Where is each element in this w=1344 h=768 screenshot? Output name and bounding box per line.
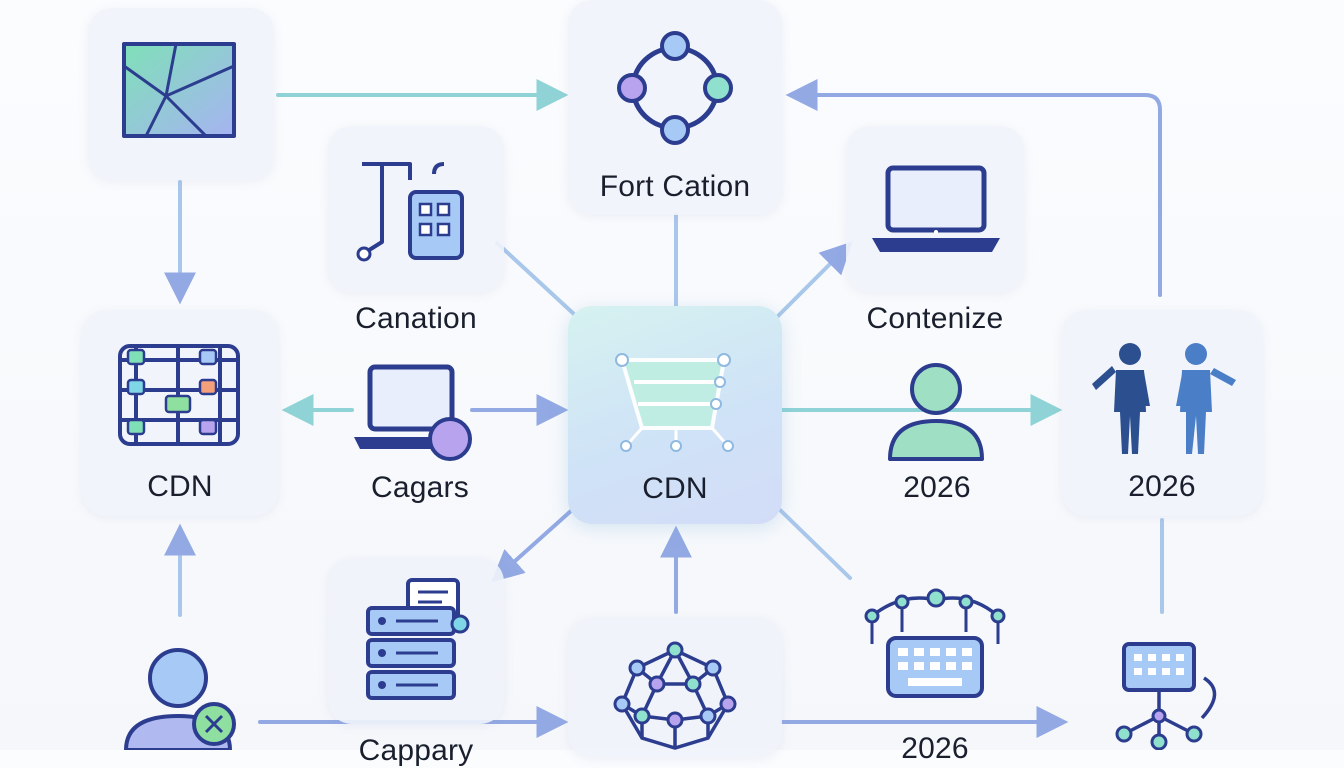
node-bottom-left[interactable] (110, 640, 260, 750)
node-left[interactable]: CDN (82, 310, 278, 516)
node-center-right-label: 2026 (903, 471, 971, 504)
node-center-right[interactable]: 2026 (862, 355, 1012, 515)
user-tools-icon (123, 648, 236, 750)
server-stack-icon (366, 578, 470, 700)
edge-center-to-lowerright (776, 506, 852, 580)
sphere-network-icon (613, 641, 737, 750)
edge-center-to-upperleft (495, 241, 577, 317)
node-lower-right-label: 2026 (901, 732, 969, 765)
node-left-label: CDN (147, 470, 213, 503)
grid-matrix-icon (118, 344, 240, 446)
node-bottom-center[interactable] (568, 618, 782, 758)
keyboard-network-icon (864, 588, 1006, 698)
edge-center-to-lowerleft (491, 508, 574, 583)
edge-center-to-upperright (774, 241, 853, 320)
circuit-board-icon (356, 162, 464, 262)
user-icon (888, 363, 984, 461)
monitor-tree-icon (1115, 642, 1217, 750)
node-upper-right-label: Contenize (866, 302, 1004, 335)
node-top-center[interactable]: Fort Cation (568, 0, 782, 215)
node-center-left[interactable]: Cagars (340, 355, 500, 515)
ring-network-icon (617, 31, 733, 145)
node-lower-right[interactable]: 2026 (856, 580, 1014, 765)
node-bottom-right[interactable] (1080, 628, 1240, 750)
two-people-icon (1092, 343, 1236, 454)
edge-right-to-topcenter (785, 79, 1162, 297)
laptop-user-icon (354, 364, 472, 461)
laptop-icon (872, 165, 1000, 252)
node-right[interactable]: 2026 (1062, 310, 1262, 516)
node-upper-left[interactable]: Canation (328, 126, 504, 335)
node-lower-left-label: Cappary (358, 734, 474, 767)
node-top-left[interactable] (88, 8, 274, 180)
cart-network-icon (615, 353, 734, 452)
node-top-center-label: Fort Cation (599, 170, 751, 203)
node-upper-right[interactable]: Contenize (846, 126, 1024, 335)
node-upper-left-label: Canation (355, 302, 477, 335)
connection-layer (164, 79, 1164, 738)
node-center-left-label: Cagars (371, 471, 469, 504)
node-lower-left[interactable]: Cappary (328, 558, 504, 767)
node-center-label: CDN (642, 472, 708, 505)
map-icon (122, 42, 236, 138)
node-center[interactable]: CDN (568, 306, 782, 524)
node-right-label: 2026 (1128, 470, 1196, 503)
